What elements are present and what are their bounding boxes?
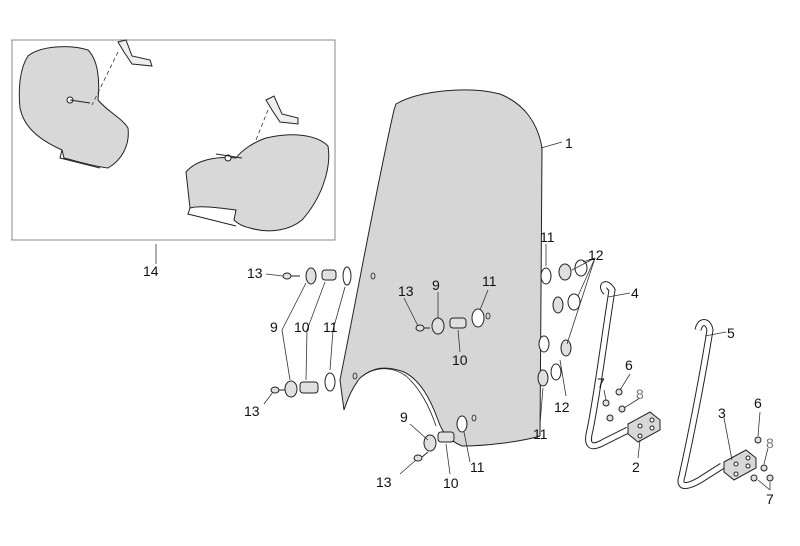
mount-bracket-right [723,449,757,481]
callout-12: 12 [554,399,570,415]
callout-13: 13 [398,283,414,299]
callout-11: 11 [540,229,555,245]
callout-7: 7 [766,491,774,507]
callout-9: 9 [270,319,278,335]
callout-8: 8 [636,386,644,402]
windshield [339,89,543,447]
callout-1: 1 [565,135,573,151]
right-bracket [265,95,299,125]
callout-8: 8 [766,435,774,451]
callout-11: 11 [323,319,338,335]
mount-bracket-left [627,411,661,443]
callout-4: 4 [631,285,639,301]
callout-9: 9 [432,277,440,293]
callout-6: 6 [754,395,762,411]
callout-13: 13 [244,403,260,419]
callout-10: 10 [452,352,468,368]
callout-2: 2 [632,459,640,475]
hardware-right [537,259,588,387]
callout-11: 11 [470,459,485,475]
callout-10: 10 [294,319,310,335]
callout-13: 13 [247,265,263,281]
inset-frame [11,39,336,241]
callout-14: 14 [143,263,159,279]
callout-10: 10 [443,475,459,491]
callout-12: 12 [588,247,604,263]
left-bracket [117,39,153,67]
callout-7: 7 [597,375,605,391]
callout-6: 6 [625,357,633,373]
callout-13: 13 [376,474,392,490]
right-leader-dash [255,109,269,141]
callout-11: 11 [533,426,548,442]
left-leader-dash [91,51,119,106]
small-fasteners [602,388,774,482]
left-hand-guard [18,46,129,169]
leader-lines [155,141,771,491]
callout-5: 5 [727,325,735,341]
right-hand-guard [185,134,330,232]
hardware-left [270,266,485,462]
callout-11: 11 [482,273,497,289]
callout-3: 3 [718,405,726,421]
callout-9: 9 [400,409,408,425]
